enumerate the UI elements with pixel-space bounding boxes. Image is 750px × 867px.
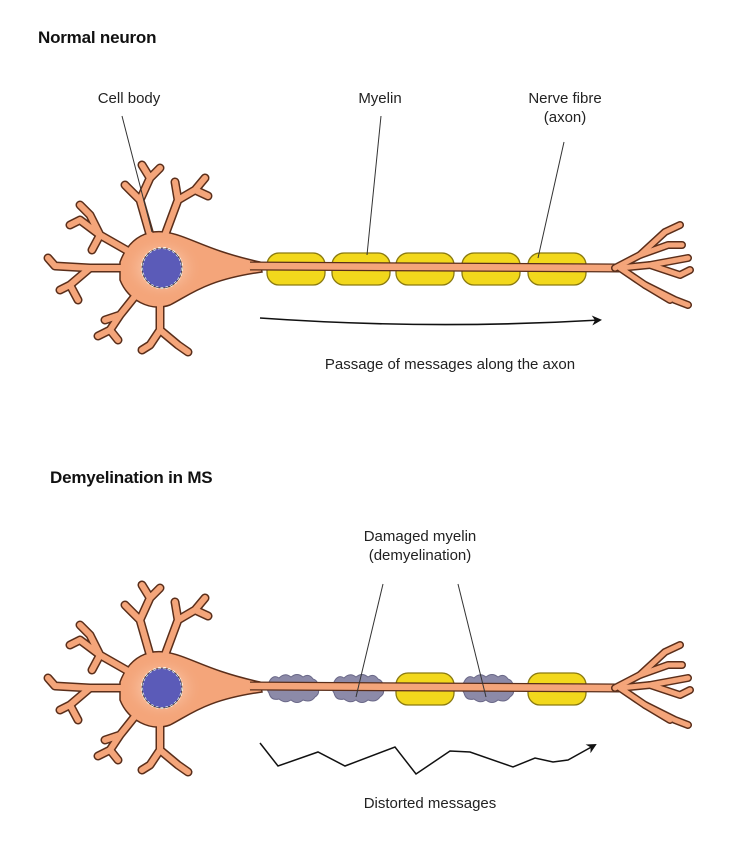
neuron-0 [43, 160, 694, 357]
dendrite [122, 162, 163, 238]
axon [249, 682, 621, 692]
axon-terminal [647, 682, 693, 698]
dendrite [67, 202, 138, 258]
dendrite [95, 287, 143, 343]
myelin-label: Myelin [358, 90, 402, 107]
dendrite [139, 717, 191, 775]
damaged-myelin-label-line1: Damaged myelin [363, 528, 477, 545]
damaged-myelin-label-line2: (demyelination) [368, 547, 472, 564]
passage-arrow [259, 315, 602, 326]
dendrite [45, 675, 133, 723]
cell-body-label: Cell body [97, 90, 161, 107]
nerve-fibre-label-line2: (axon) [543, 109, 587, 126]
dendrite [95, 707, 143, 763]
cell-body-leader-line [121, 115, 153, 233]
axon [249, 262, 621, 272]
dendrite [139, 297, 191, 355]
axon-terminal [642, 282, 673, 303]
neuron-1 [43, 580, 694, 777]
axon-terminal [637, 242, 685, 258]
nerve-fibre-label: Nerve fibre (axon) [505, 89, 625, 127]
damaged-leader-line-2 [457, 583, 487, 698]
distorted-arrow [259, 742, 597, 776]
damaged-leader-line-1 [355, 583, 384, 698]
nerve-fibre-label-line1: Nerve fibre [528, 90, 602, 107]
demyelination-title: Demyelination in MS [50, 468, 213, 487]
normal-neuron-title: Normal neuron [38, 28, 157, 47]
nucleus-outline [141, 247, 183, 289]
myelin-leader-line [366, 115, 382, 256]
axon-terminal [637, 662, 685, 678]
axon-terminal [647, 262, 693, 278]
passage-caption: Passage of messages along the axon [324, 356, 576, 373]
damaged-myelin-label: Damaged myelin (demyelination) [330, 527, 510, 565]
dendrite [122, 582, 163, 658]
axon-terminal [612, 642, 683, 691]
dendrite [162, 175, 211, 238]
nerve-fibre-leader-line [537, 141, 565, 259]
dendrite [162, 595, 211, 658]
distorted-caption: Distorted messages [363, 795, 497, 812]
axon-terminal [612, 222, 683, 271]
axon-terminal [642, 702, 673, 723]
nucleus-outline [141, 667, 183, 709]
dendrite [67, 622, 138, 678]
dendrite [45, 255, 133, 303]
